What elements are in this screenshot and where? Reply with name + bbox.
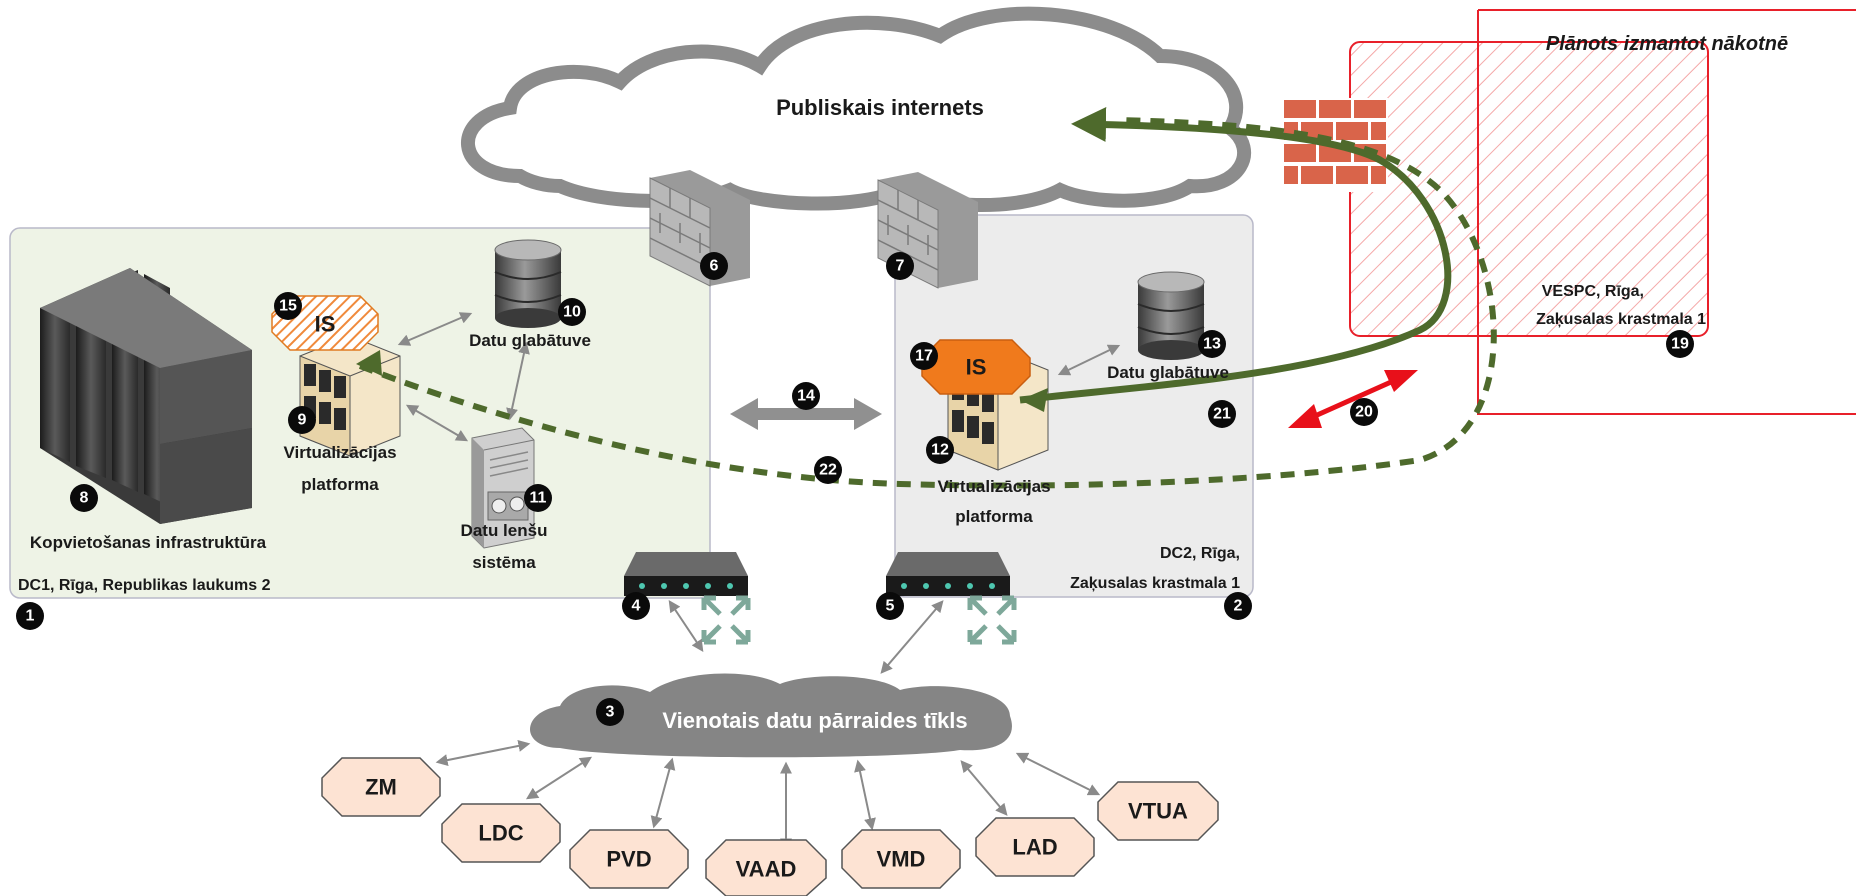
database-icon bbox=[494, 239, 562, 328]
svg-text:8: 8 bbox=[80, 490, 89, 507]
number-badge: 7 bbox=[886, 252, 914, 280]
svg-text:14: 14 bbox=[797, 388, 815, 405]
svg-text:VAAD: VAAD bbox=[736, 857, 797, 882]
number-badge: 20 bbox=[1350, 398, 1378, 426]
gray-connectors bbox=[397, 312, 1121, 851]
svg-text:6: 6 bbox=[710, 258, 719, 275]
svg-text:LDC: LDC bbox=[478, 821, 523, 846]
number-badge: 1 bbox=[16, 602, 44, 630]
number-badge: 22 bbox=[814, 456, 842, 484]
network-cloud: Vienotais datu pārraides tīkls bbox=[530, 673, 1012, 758]
is-label-dc1: IS bbox=[315, 312, 336, 337]
svg-text:12: 12 bbox=[931, 442, 949, 459]
svg-text:15: 15 bbox=[279, 298, 297, 315]
svg-text:4: 4 bbox=[632, 598, 641, 615]
number-badge: 10 bbox=[558, 298, 586, 326]
number-badge: 19 bbox=[1666, 330, 1694, 358]
svg-text:LAD: LAD bbox=[1012, 835, 1057, 860]
server-stack-icon bbox=[299, 335, 401, 457]
internet-cloud: Publiskais internets bbox=[461, 6, 1252, 212]
svg-text:5: 5 bbox=[886, 598, 895, 615]
future-title: Plānots izmantot nākotnē bbox=[1546, 33, 1788, 55]
number-badge: 4 bbox=[622, 592, 650, 620]
database-icon bbox=[1137, 271, 1205, 360]
green-dashed-route bbox=[358, 117, 1497, 489]
dc2-virt-line2: platforma bbox=[955, 507, 1033, 526]
switch-arrows-icon bbox=[967, 595, 1017, 645]
green-dashed-arrowhead bbox=[356, 350, 382, 376]
is-label-dc2: IS bbox=[966, 355, 987, 380]
svg-text:VTUA: VTUA bbox=[1128, 799, 1188, 824]
number-badge: 14 bbox=[792, 382, 820, 410]
dc-link-arrow bbox=[730, 398, 882, 430]
institution-node: VTUA bbox=[1097, 781, 1219, 841]
svg-text:9: 9 bbox=[298, 412, 307, 429]
number-badge: 2 bbox=[1224, 592, 1252, 620]
red-link-arrow bbox=[1288, 370, 1418, 428]
svg-text:3: 3 bbox=[606, 704, 615, 721]
number-badge: 12 bbox=[926, 436, 954, 464]
institution-node: ZM bbox=[321, 757, 441, 817]
dc1-infra-label: Kopvietošanas infrastruktūra bbox=[30, 533, 267, 552]
svg-text:2: 2 bbox=[1234, 598, 1243, 615]
svg-text:17: 17 bbox=[915, 348, 933, 365]
network-label: Vienotais datu pārraides tīkls bbox=[662, 708, 967, 733]
number-badge: 5 bbox=[876, 592, 904, 620]
number-badge: 15 bbox=[274, 292, 302, 320]
router-icon bbox=[624, 552, 748, 596]
svg-text:11: 11 bbox=[530, 490, 547, 507]
dc2-site-line2: Zaķusalas krastmala 1 bbox=[1070, 575, 1240, 592]
svg-text:ZM: ZM bbox=[365, 775, 397, 800]
firewall-icon bbox=[649, 170, 750, 287]
svg-text:19: 19 bbox=[1671, 336, 1689, 353]
number-badge: 9 bbox=[288, 406, 316, 434]
svg-text:21: 21 bbox=[1213, 406, 1231, 423]
svg-text:20: 20 bbox=[1355, 404, 1373, 421]
svg-text:VMD: VMD bbox=[877, 847, 926, 872]
dc1-virt-line2: platforma bbox=[301, 475, 379, 494]
institution-node: VAAD bbox=[705, 839, 827, 896]
svg-text:PVD: PVD bbox=[606, 847, 651, 872]
svg-text:10: 10 bbox=[563, 304, 581, 321]
institution-node: LAD bbox=[975, 817, 1095, 877]
svg-text:22: 22 bbox=[819, 462, 837, 479]
number-badge: 6 bbox=[700, 252, 728, 280]
tape-library-icon bbox=[471, 427, 535, 549]
server-rack-icon bbox=[40, 268, 252, 524]
future-site-line1: VESPC, Rīga, bbox=[1542, 283, 1644, 300]
number-badge: 3 bbox=[596, 698, 624, 726]
is-component-dc2: IS bbox=[921, 339, 1031, 395]
dc1-storage-label: Datu glabātuve bbox=[469, 331, 591, 350]
switch-arrows-icon bbox=[701, 595, 751, 645]
green-solid-route bbox=[1019, 106, 1452, 404]
number-badge: 13 bbox=[1198, 330, 1226, 358]
dc1-site-label: DC1, Rīga, Republikas laukums 2 bbox=[18, 577, 271, 594]
institution-node: PVD bbox=[569, 829, 689, 889]
institution-node: VMD bbox=[841, 829, 961, 889]
dc1-virt-line1: Virtualizācijas bbox=[283, 443, 396, 462]
svg-text:1: 1 bbox=[26, 608, 35, 625]
internet-label: Publiskais internets bbox=[776, 95, 984, 120]
dc1-tape-line2: sistēma bbox=[472, 553, 536, 572]
dc2-storage-label: Datu glabātuve bbox=[1107, 363, 1229, 382]
number-badge: 8 bbox=[70, 484, 98, 512]
institution-node: LDC bbox=[441, 803, 561, 863]
svg-text:7: 7 bbox=[896, 258, 905, 275]
green-solid-arrowhead bbox=[1020, 388, 1048, 412]
number-badge: 17 bbox=[910, 342, 938, 370]
dc2-site-line1: DC2, Rīga, bbox=[1160, 545, 1240, 562]
dc2-virt-line1: Virtualizācijas bbox=[937, 477, 1050, 496]
number-badge: 11 bbox=[524, 484, 552, 512]
svg-text:13: 13 bbox=[1203, 336, 1221, 353]
dc1-tape-line1: Datu lenšu bbox=[461, 521, 548, 540]
number-badge: 21 bbox=[1208, 400, 1236, 428]
router-icon bbox=[886, 552, 1010, 596]
future-zone: Plānots izmantot nākotnē VESPC, Rīga, Za… bbox=[1349, 9, 1856, 415]
future-site-line2: Zaķusalas krastmala 1 bbox=[1536, 311, 1706, 328]
